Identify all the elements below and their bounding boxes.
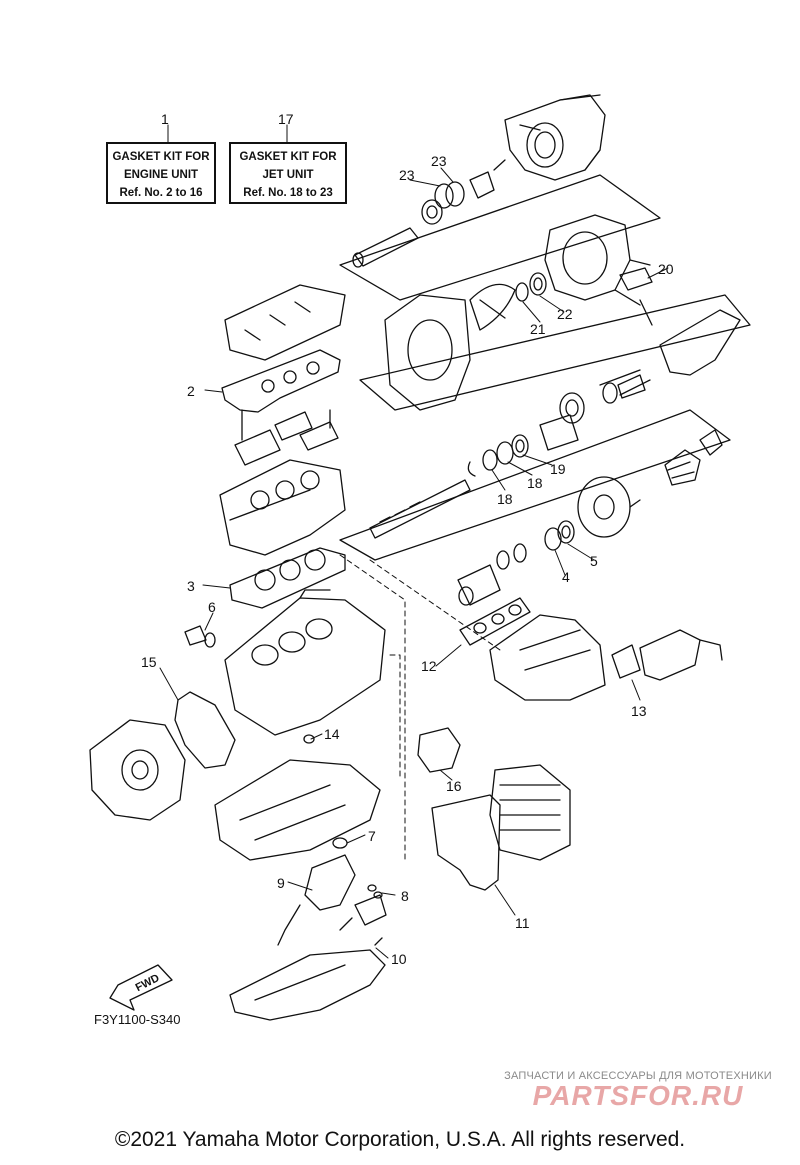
ref-number-8: 8 xyxy=(401,888,409,904)
water-pump-cover xyxy=(699,429,723,456)
camshaft-caps xyxy=(234,409,339,466)
coupling-disc-part xyxy=(577,476,641,538)
ref-number-23b: 23 xyxy=(431,153,447,169)
circlip xyxy=(467,461,476,477)
kit-line: JET UNIT xyxy=(262,169,314,181)
ref-number-5: 5 xyxy=(590,553,598,569)
kit-line: GASKET KIT FOR xyxy=(239,151,337,163)
seal-5 xyxy=(557,520,575,544)
ref-number-3: 3 xyxy=(187,578,195,594)
ref-number-23a: 23 xyxy=(399,167,415,183)
cap-part-23 xyxy=(469,159,506,199)
ref-number-17: 17 xyxy=(278,111,294,127)
ref-number-9: 9 xyxy=(277,875,285,891)
impeller-part xyxy=(469,283,516,331)
jet-pump-housing xyxy=(544,214,651,306)
kit-line: GASKET KIT FOR xyxy=(112,151,210,163)
o-ring-23a xyxy=(434,183,454,209)
seal-21 xyxy=(515,282,529,302)
ref-number-14: 14 xyxy=(324,726,340,742)
cylinder-block xyxy=(224,589,386,736)
oil-pump-9 xyxy=(277,854,356,946)
drive-shaft-part xyxy=(369,479,471,539)
diagram-code: F3Y1100-S340 xyxy=(94,1012,181,1027)
bolt-10 xyxy=(374,937,383,946)
kit-line: Ref. No. 18 to 23 xyxy=(243,187,333,199)
ref-number-19: 19 xyxy=(550,461,566,477)
water-pump-impeller xyxy=(664,449,701,486)
oil-cooler-part xyxy=(489,764,571,861)
ref-number-15: 15 xyxy=(141,654,157,670)
ref-number-16: 16 xyxy=(446,778,462,794)
kit-line: Ref. No. 2 to 16 xyxy=(119,187,203,199)
o-ring-14 xyxy=(303,734,315,744)
o-ring-8b xyxy=(373,891,383,899)
seal-19 xyxy=(511,434,529,458)
cylinder-head xyxy=(219,459,346,556)
oil-pan xyxy=(229,949,386,1021)
ref-number-11: 11 xyxy=(515,915,530,931)
o-ring-8a xyxy=(367,884,377,892)
jet-group-panel-shaft xyxy=(339,409,731,561)
ref-number-13: 13 xyxy=(631,703,647,719)
seal-18b xyxy=(496,441,514,465)
seal-4 xyxy=(544,527,562,551)
gasket-16 xyxy=(417,727,461,773)
fitting-6 xyxy=(184,625,216,648)
ref-number-2: 2 xyxy=(187,383,195,399)
guide-line-3 xyxy=(369,559,501,651)
ref-number-18a: 18 xyxy=(497,491,513,507)
ref-number-7: 7 xyxy=(368,828,376,844)
ref-number-21: 21 xyxy=(530,321,546,337)
gasket-15 xyxy=(174,691,236,769)
gasket-11 xyxy=(431,794,501,891)
ref-number-12: 12 xyxy=(421,658,437,674)
ref-number-10: 10 xyxy=(391,951,407,967)
gasket-7 xyxy=(332,837,348,849)
jet-nozzle-part xyxy=(504,94,606,181)
gasket-12 xyxy=(459,597,531,646)
forward-arrow-icon xyxy=(109,964,173,1011)
guide-line-2 xyxy=(389,654,401,781)
watermark: ЗАПЧАСТИ И АКСЕССУАРЫ ДЛЯ МОТОТЕХНИКИ PA… xyxy=(488,1070,788,1112)
o-ring-23b xyxy=(445,181,465,207)
crankcase xyxy=(214,759,381,861)
guide-line-1 xyxy=(339,554,406,861)
ref-number-4: 4 xyxy=(562,569,570,585)
engine-gasket-kit-box: GASKET KIT FOR ENGINE UNIT Ref. No. 2 to… xyxy=(106,142,216,204)
oil-strainer-part xyxy=(339,894,387,931)
jet-gasket-kit-box: GASKET KIT FOR JET UNIT Ref. No. 18 to 2… xyxy=(229,142,347,204)
gasket-2 xyxy=(221,349,341,413)
cylinder-head-cover xyxy=(224,284,346,361)
bolt-20 xyxy=(639,299,653,326)
ref-number-6: 6 xyxy=(208,599,216,615)
ref-number-22: 22 xyxy=(557,306,573,322)
exhaust-parts-13 xyxy=(611,629,723,681)
kit-line: ENGINE UNIT xyxy=(123,169,199,181)
bearing-collar-set xyxy=(539,374,646,451)
watermark-tagline: ЗАПЧАСТИ И АКСЕССУАРЫ ДЛЯ МОТОТЕХНИКИ xyxy=(504,1070,772,1082)
seal-18a xyxy=(482,449,498,471)
watermark-logo: PARTSFOR.RU xyxy=(532,1080,744,1111)
gasket-3 xyxy=(229,547,346,609)
impeller-shaft-part xyxy=(352,199,443,268)
jet-group-panel-mid xyxy=(359,294,751,411)
ref-number-1: 1 xyxy=(161,111,169,127)
ref-number-18b: 18 xyxy=(527,475,543,491)
exhaust-manifold xyxy=(489,614,606,701)
gasket-20 xyxy=(619,267,653,291)
jet-group-panel-top xyxy=(339,174,661,301)
copyright-notice: ©2021 Yamaha Motor Corporation, U.S.A. A… xyxy=(114,1128,686,1151)
generator-cover xyxy=(89,719,186,821)
intake-duct-part xyxy=(384,294,471,411)
seal-22 xyxy=(529,272,547,296)
shaft-coupler-part xyxy=(457,564,501,606)
ref-number-20: 20 xyxy=(658,261,674,277)
exhaust-pipe-part xyxy=(599,309,741,396)
